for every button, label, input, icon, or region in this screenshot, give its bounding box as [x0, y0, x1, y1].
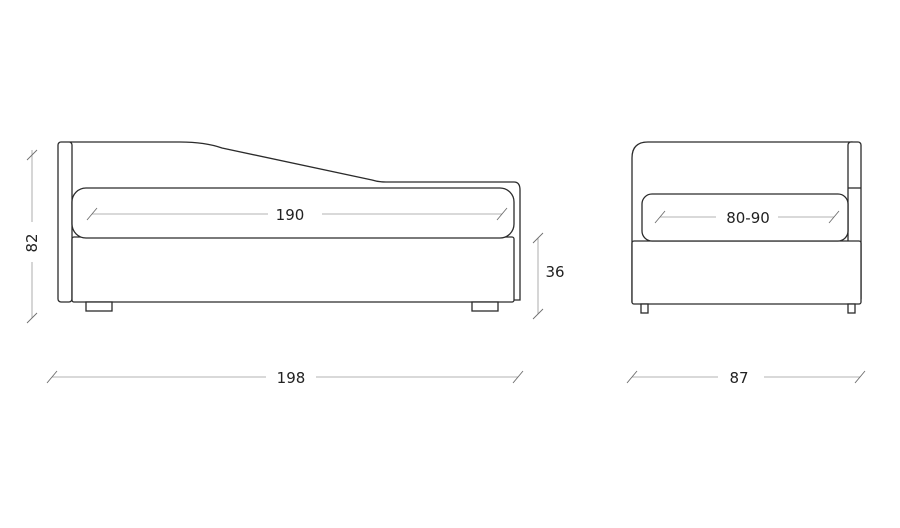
overall-height-dimension: 82 [23, 149, 41, 324]
front-leg-left [640, 303, 649, 314]
seat-length-label: 190 [276, 206, 305, 224]
side-leg-left [85, 301, 113, 312]
front-view: 80-90 87 [626, 141, 866, 387]
seat-depth-label: 80-90 [726, 209, 770, 227]
seat-length-dimension: 190 [86, 206, 508, 224]
seat-depth-dimension: 80-90 [654, 209, 840, 227]
front-base [631, 240, 862, 305]
overall-width-label: 87 [729, 369, 748, 387]
side-leg-right [471, 301, 499, 312]
overall-height-label: 82 [23, 233, 41, 252]
overall-width-dimension: 87 [626, 369, 866, 387]
overall-length-dimension: 198 [46, 369, 524, 387]
side-view: 190 36 82 198 [23, 141, 565, 387]
side-cushion [71, 187, 515, 239]
side-base [71, 236, 515, 303]
overall-length-label: 198 [277, 369, 306, 387]
base-height-dimension: 36 [532, 232, 565, 320]
side-end-panel [57, 141, 73, 303]
front-leg-right [847, 303, 856, 314]
base-height-label: 36 [545, 263, 564, 281]
front-cushion [641, 193, 849, 242]
